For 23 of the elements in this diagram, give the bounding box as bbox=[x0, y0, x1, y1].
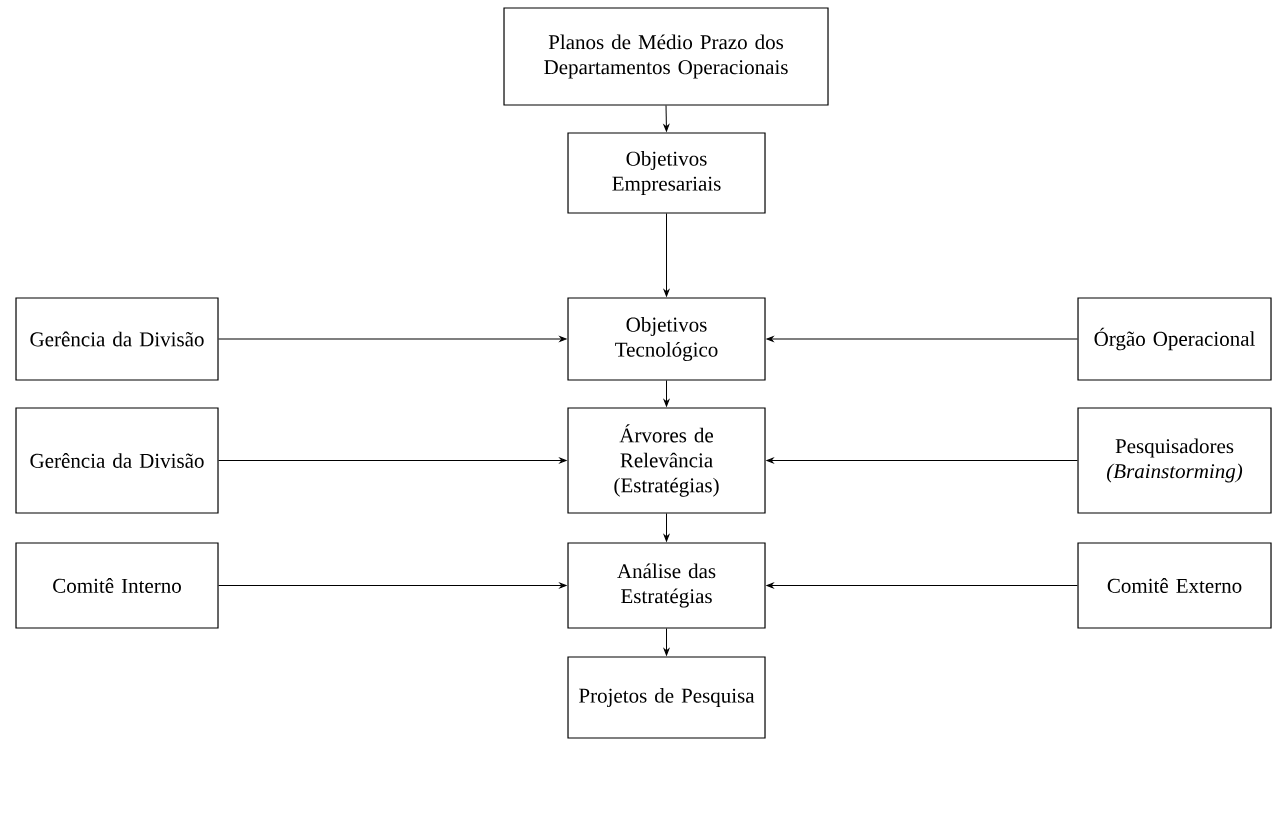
process-box: Comitê Interno bbox=[15, 542, 219, 629]
arrow bbox=[663, 513, 670, 542]
process-box: Objetivos Empresariais bbox=[567, 132, 766, 214]
arrow bbox=[766, 336, 1078, 342]
arrow bbox=[218, 457, 567, 464]
process-box: Comitê Externo bbox=[1077, 542, 1272, 629]
arrow bbox=[663, 105, 670, 132]
process-box: Planos de Médio Prazo dos Departamentos Operacionais bbox=[503, 7, 829, 106]
process-box: Objetivos Tecnológico bbox=[567, 297, 766, 381]
arrow bbox=[663, 380, 670, 407]
process-box: Órgão Operacional bbox=[1077, 297, 1272, 381]
process-box: Árvores de Relevância (Estratégias) bbox=[567, 407, 766, 514]
arrow bbox=[663, 213, 670, 297]
arrow bbox=[663, 628, 670, 656]
process-box: Pesquisadores (Brainstorming) bbox=[1077, 407, 1272, 514]
arrow bbox=[218, 336, 567, 342]
arrow bbox=[218, 582, 567, 589]
process-box: Análise das Estratégias bbox=[567, 542, 766, 629]
process-box: Projetos de Pesquisa bbox=[567, 656, 766, 739]
process-box: Gerência da Divisão bbox=[15, 407, 219, 514]
arrow bbox=[766, 457, 1078, 464]
process-box: Gerência da Divisão bbox=[15, 297, 219, 381]
arrow bbox=[766, 582, 1078, 589]
